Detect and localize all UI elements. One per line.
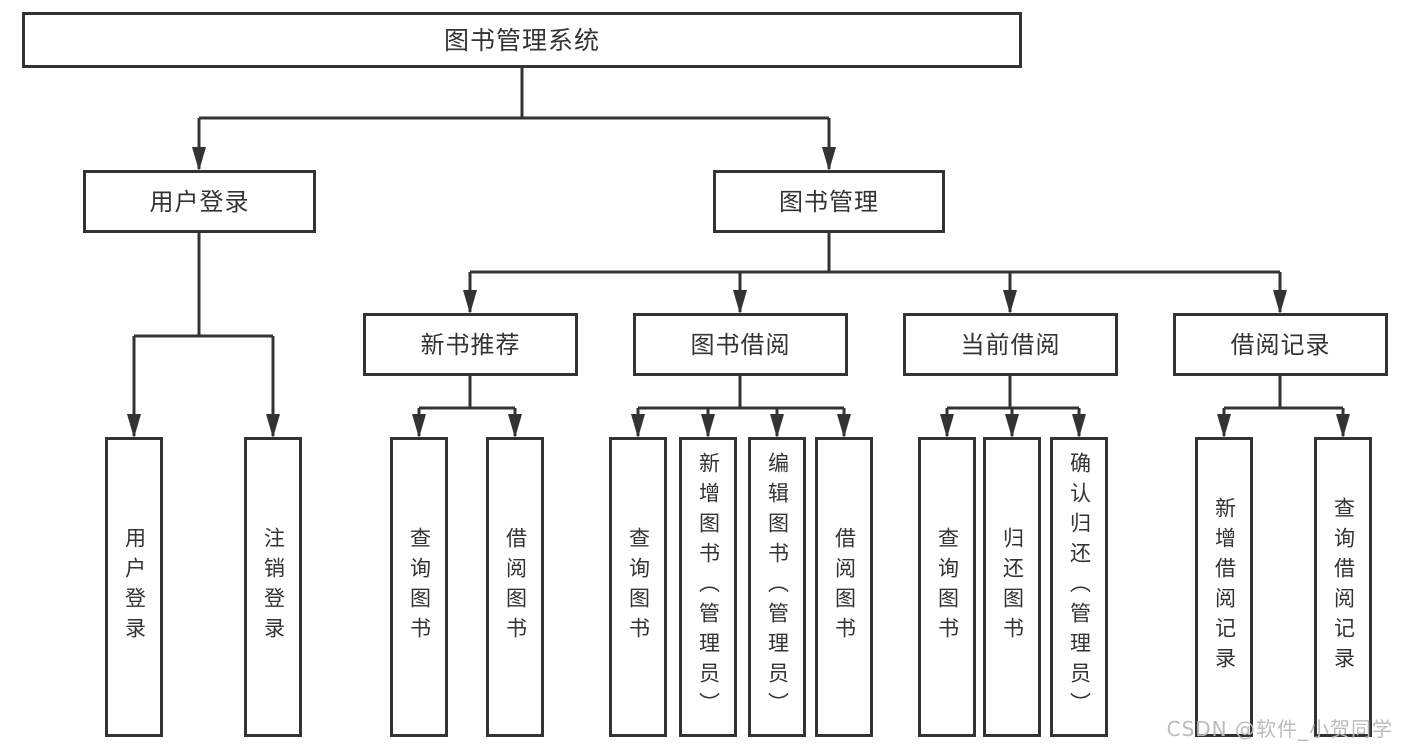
leaf-borrow-books-recommend: 借阅图书 [486, 437, 544, 737]
node-label: 用户登录 [122, 527, 147, 647]
node-label: 归还图书 [1000, 527, 1025, 647]
leaf-user-login: 用户登录 [105, 437, 163, 737]
node-book-management-branch: 图书管理 [713, 170, 945, 233]
node-label: 查询图书 [407, 527, 432, 647]
node-user-login-branch: 用户登录 [83, 170, 316, 233]
leaf-borrow-books: 借阅图书 [815, 437, 873, 737]
leaf-query-borrow-record: 查询借阅记录 [1314, 437, 1372, 737]
node-label: 新书推荐 [420, 330, 521, 359]
leaf-edit-books-admin: 编辑图书（管理员） [748, 437, 806, 737]
node-label: 新增图书（管理员） [696, 452, 721, 722]
leaf-add-books-admin: 新增图书（管理员） [679, 437, 737, 737]
leaf-logout: 注销登录 [244, 437, 302, 737]
node-label: 图书管理 [779, 187, 879, 216]
node-label: 查询图书 [626, 527, 651, 647]
node-label: 借阅图书 [832, 527, 857, 647]
leaf-confirm-return-admin: 确认归还（管理员） [1050, 437, 1108, 737]
node-new-book-recommendation: 新书推荐 [363, 313, 578, 376]
node-label: 查询图书 [935, 527, 960, 647]
node-label: 当前借阅 [960, 330, 1061, 359]
node-borrowing-records: 借阅记录 [1173, 313, 1388, 376]
leaf-query-books-current: 查询图书 [918, 437, 976, 737]
csdn-watermark: CSDN @软件_小贺同学 [1166, 717, 1393, 741]
node-label: 借阅图书 [503, 527, 528, 647]
node-label: 查询借阅记录 [1331, 497, 1356, 677]
node-label: 新增借阅记录 [1212, 497, 1237, 677]
leaf-add-borrow-record: 新增借阅记录 [1195, 437, 1253, 737]
node-label: 注销登录 [261, 527, 286, 647]
leaf-query-books-recommend: 查询图书 [390, 437, 448, 737]
node-label: 用户登录 [149, 187, 250, 216]
node-current-borrowing: 当前借阅 [903, 313, 1118, 376]
node-label: 编辑图书（管理员） [765, 452, 790, 722]
node-library-management-system: 图书管理系统 [22, 12, 1022, 68]
node-label: 图书借阅 [690, 330, 791, 359]
node-label: 图书管理系统 [443, 25, 600, 55]
node-book-borrowing: 图书借阅 [633, 313, 848, 376]
node-label: 借阅记录 [1230, 330, 1331, 359]
leaf-query-books-borrow: 查询图书 [609, 437, 667, 737]
leaf-return-books: 归还图书 [983, 437, 1041, 737]
node-label: 确认归还（管理员） [1067, 452, 1092, 722]
